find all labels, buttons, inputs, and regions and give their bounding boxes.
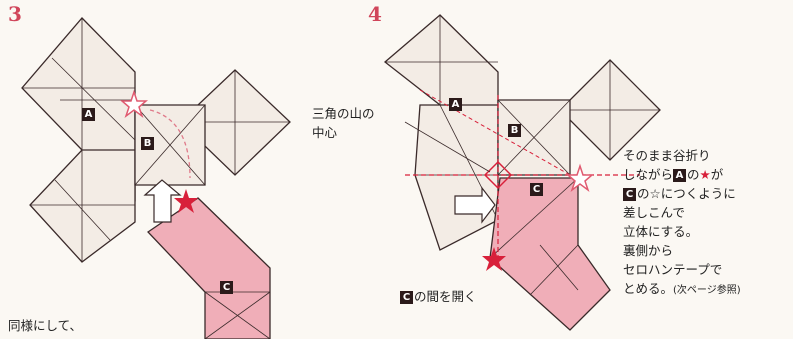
- step3-solid-star: [174, 189, 198, 213]
- instruction-star: ★: [699, 167, 711, 182]
- step4-label-c: C: [530, 183, 543, 196]
- step4-solid-star: [482, 247, 506, 271]
- open-c-text: の間を開く: [414, 289, 477, 304]
- instruction-line1: そのまま谷折り: [623, 148, 711, 163]
- step4-label-a: A: [449, 98, 462, 111]
- step4-model: [383, 14, 661, 331]
- step3-lower-left-flap: [29, 149, 136, 263]
- instruction-line6: 裏側から: [623, 243, 674, 258]
- callout-line1: 三角の山の: [312, 106, 375, 121]
- step4-open-arrow: [454, 186, 496, 224]
- step3-number: 3: [8, 2, 22, 26]
- instruction-line7: セロハンテープで: [623, 262, 723, 277]
- instruction-line8: とめる。(次ページ参照): [623, 279, 741, 300]
- step3-push-arrow: [143, 179, 182, 223]
- instruction-line2-prefix: しながら: [623, 167, 674, 182]
- step4-number: 4: [368, 2, 382, 26]
- step3-label-a: A: [82, 108, 95, 121]
- step3-label-c: C: [220, 281, 233, 294]
- step4-left-flap: [414, 104, 499, 251]
- step3-label-b: B: [141, 137, 154, 150]
- step4-center-mark: [483, 160, 513, 190]
- step3-outline-star: [119, 89, 149, 119]
- step3-model: [21, 17, 291, 339]
- step4-callout: 三角の山の 中心: [312, 104, 375, 142]
- instruction-line4: 差しこんで: [623, 205, 685, 220]
- callout-pointer: [404, 121, 491, 173]
- step3-caption: 同様にして、: [8, 318, 83, 333]
- step4-label-b: B: [508, 124, 521, 137]
- instruction-box-c: C: [623, 188, 636, 201]
- callout-line2: 中心: [312, 125, 338, 140]
- step4-c-strip: [489, 177, 611, 331]
- instruction-line5: 立体にする。: [623, 224, 699, 239]
- instruction-line3-text: の☆につくように: [637, 186, 736, 201]
- instruction-line2-suffix: が: [710, 167, 724, 182]
- step4-outline-star: [565, 163, 595, 193]
- instruction-line8-note: (次ページ参照): [673, 285, 741, 296]
- instruction-line2-mid: の: [687, 167, 700, 182]
- instruction-box-a: A: [673, 169, 687, 182]
- open-c-box: C: [400, 291, 413, 304]
- instruction-line8-main: とめる。: [623, 281, 674, 296]
